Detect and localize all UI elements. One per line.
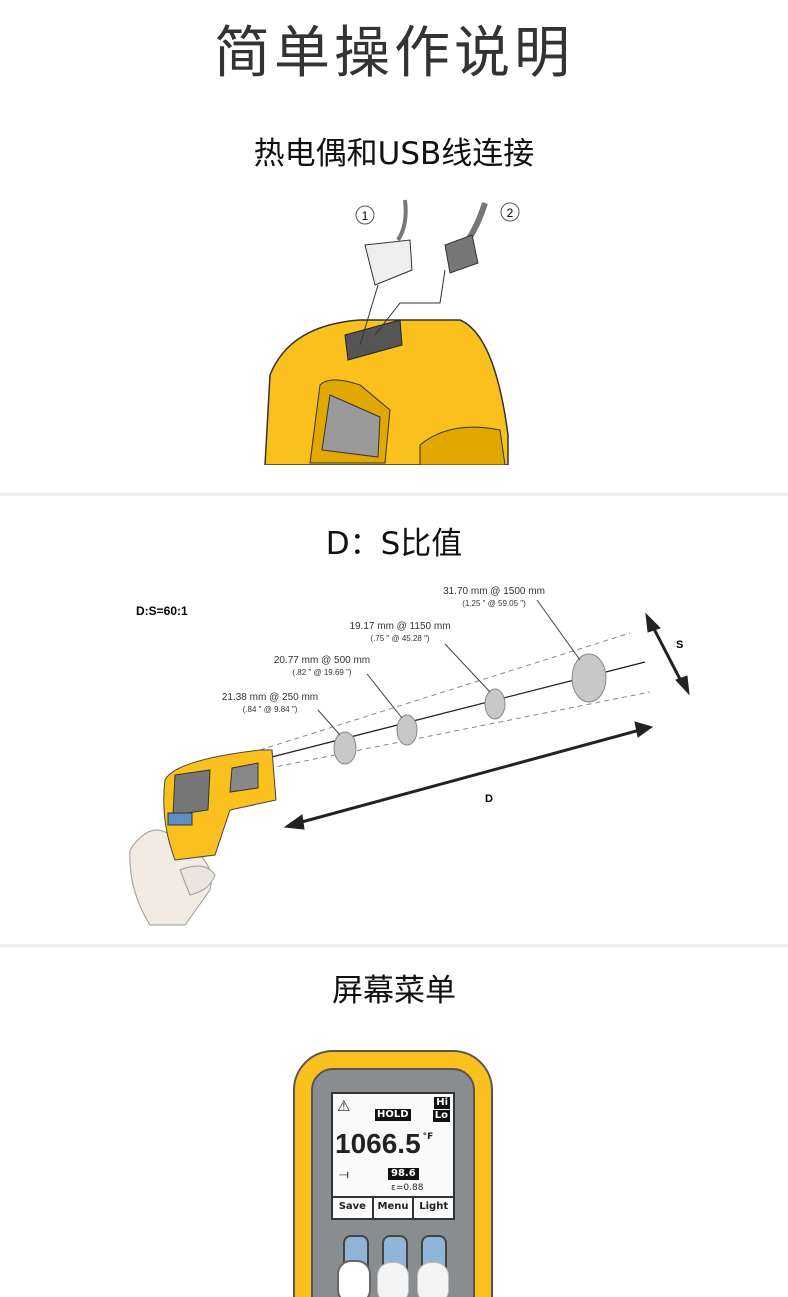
s-label: S xyxy=(676,639,683,651)
lcd-screen: ⚠ HOLD Hi Lo 1066.5 °F ⟞ 98.6 ε=0.88 Sav… xyxy=(331,1092,455,1220)
emissivity-value: ε=0.88 xyxy=(391,1183,424,1193)
spot-4-label: 31.70 mm @ 1500 mm xyxy=(443,586,545,597)
spot-1-label: 21.38 mm @ 250 mm xyxy=(222,692,318,703)
device-front: ⚠ HOLD Hi Lo 1066.5 °F ⟞ 98.6 ε=0.88 Sav… xyxy=(293,1050,493,1297)
thermocouple-plug xyxy=(364,199,413,286)
secondary-reading: 98.6 xyxy=(388,1168,419,1180)
callout-1: 1 xyxy=(362,209,369,223)
ds-ratio-diagram: D:S=60:1 21.38 mm @ 250 mm (.84 " @ 9.84… xyxy=(129,586,690,926)
spot-3-label: 19.17 mm @ 1150 mm xyxy=(349,621,450,632)
spot-1 xyxy=(333,731,357,765)
section-heading-ds-ratio: D：S比值 xyxy=(325,526,463,562)
ds-ratio-label: D:S=60:1 xyxy=(136,604,188,618)
softkey-light[interactable]: Light xyxy=(419,1201,449,1212)
callout-2: 2 xyxy=(507,206,514,220)
softkey-menu[interactable]: Menu xyxy=(374,1198,415,1218)
spot-3 xyxy=(484,688,506,720)
page-title: 简单操作说明 xyxy=(214,21,574,86)
spot-2-sub: (.82 " @ 19.69 ") xyxy=(292,668,351,677)
temperature-unit: °F xyxy=(422,1132,434,1142)
section-heading-screen-menu: 屏幕菜单 xyxy=(332,973,456,1009)
finger xyxy=(337,1260,371,1297)
spot-3-sub: (.75 " @ 45.28 ") xyxy=(370,634,429,643)
lo-indicator: Lo xyxy=(432,1110,450,1122)
section-divider xyxy=(0,493,788,496)
finger xyxy=(417,1262,449,1297)
thermometer-in-hand xyxy=(129,749,277,926)
hold-indicator: HOLD xyxy=(375,1109,411,1121)
spot-4 xyxy=(571,653,607,703)
hi-indicator: Hi xyxy=(434,1097,450,1109)
d-label: D xyxy=(485,793,493,805)
section-heading-connection: 热电偶和USB线连接 xyxy=(253,136,535,172)
laser-warning-icon: ⚠ xyxy=(337,1097,351,1115)
finger xyxy=(377,1262,409,1297)
temperature-reading: 1066.5 xyxy=(335,1128,421,1159)
section-divider xyxy=(0,944,788,947)
device-top-body xyxy=(264,319,509,465)
usb-plug xyxy=(444,202,488,274)
softkey-save[interactable]: Save xyxy=(333,1198,374,1218)
spot-4-sub: (1.25 " @ 59.05 ") xyxy=(462,599,526,608)
spot-2 xyxy=(396,714,418,746)
spot-1-sub: (.84 " @ 9.84 ") xyxy=(243,705,298,714)
spot-2-label: 20.77 mm @ 500 mm xyxy=(274,655,370,666)
connection-illustration: 1 2 xyxy=(264,199,520,465)
probe-icon: ⟞ xyxy=(339,1167,349,1181)
